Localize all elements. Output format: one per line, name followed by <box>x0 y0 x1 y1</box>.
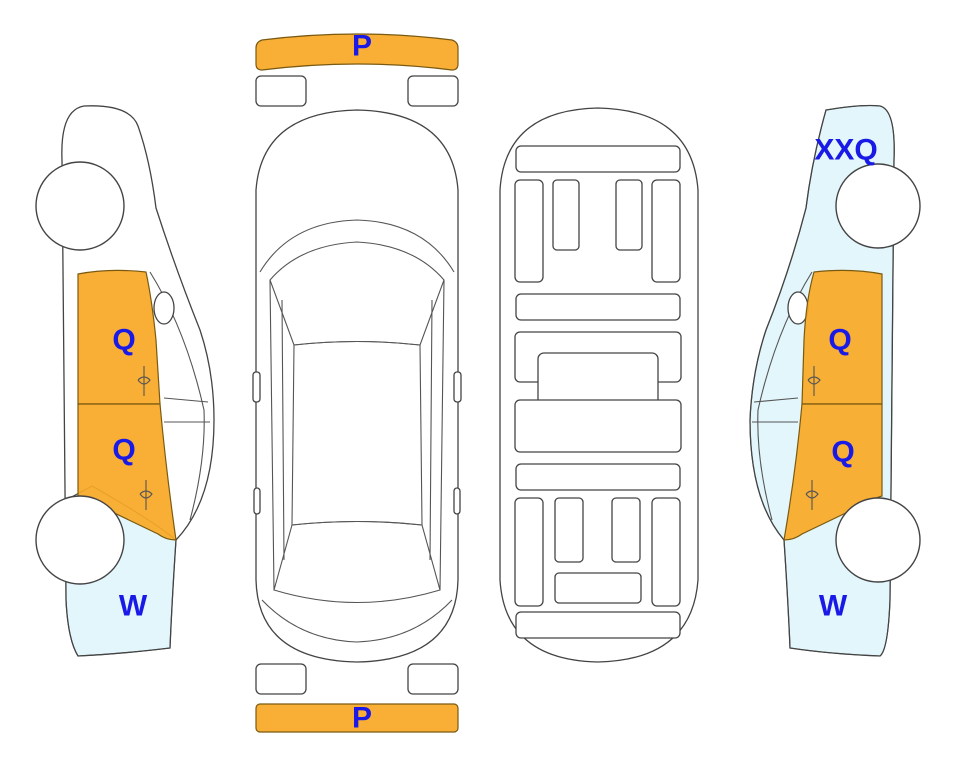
underbody-front-crossmember <box>515 145 681 173</box>
underbody-mid-right-rail <box>514 399 682 453</box>
left-side-body <box>61 105 215 657</box>
underbody-view <box>499 107 699 663</box>
left-rear-door-label: Q <box>112 434 135 467</box>
underbody-mid-rear-bar <box>515 463 681 491</box>
right-rear-quarter-label: W <box>819 590 848 623</box>
right-front-wheel <box>835 163 921 249</box>
top-view-left-rail-inner <box>281 299 285 561</box>
top-view-left-handle <box>253 487 261 515</box>
top-view-right-handle <box>453 487 461 515</box>
underbody-rear-tank <box>554 572 642 604</box>
left-side-view: Q Q W <box>35 105 215 657</box>
right-front-fender-label: XXQ <box>814 134 877 167</box>
rear-bumper-group: P <box>255 663 459 735</box>
top-view-car <box>252 109 462 663</box>
top-view-right-mirror <box>453 371 462 403</box>
underbody-front-right-rail <box>651 179 681 283</box>
right-side-body <box>749 104 895 657</box>
right-front-door-handle <box>807 366 821 396</box>
rear-bumper-label: P <box>352 702 372 735</box>
left-front-wheel <box>35 161 125 251</box>
right-rear-door-label: Q <box>831 436 854 469</box>
underbody-rear-right-inner <box>611 497 641 563</box>
top-view-trunk-line <box>261 599 453 643</box>
underbody-mid-front-bar <box>515 293 681 321</box>
top-view-hood-line <box>259 219 455 273</box>
right-front-door-panel[interactable] <box>801 269 883 405</box>
left-front-door-label: Q <box>112 324 135 357</box>
left-rear-wheel <box>35 495 125 585</box>
underbody-rear-left-rail <box>514 497 544 607</box>
left-side-mirror <box>153 291 175 325</box>
left-rear-door-handle <box>139 480 153 510</box>
left-side-sill-line <box>163 397 210 423</box>
underbody-front-left-inner <box>552 179 580 251</box>
left-rear-quarter-label: W <box>119 590 148 623</box>
top-view-right-rail-inner <box>429 299 433 561</box>
rear-bumper-panel[interactable] <box>255 703 459 733</box>
right-front-door-label: Q <box>828 324 851 357</box>
front-bumper-panel[interactable] <box>255 33 459 71</box>
left-front-door-handle <box>137 366 151 396</box>
rear-right-light <box>407 663 459 695</box>
front-bumper-label: P <box>352 30 372 63</box>
rear-left-light <box>255 663 307 695</box>
top-view-left-rail <box>269 279 275 591</box>
underbody-front-left-rail <box>514 179 544 283</box>
left-front-door-panel[interactable] <box>77 269 161 405</box>
top-view-left-mirror <box>252 371 261 403</box>
underbody-front-right-inner <box>615 179 643 251</box>
underbody-rear-crossmember <box>515 611 681 639</box>
underbody-rear-right-rail <box>651 497 681 607</box>
top-view-rear-window <box>273 520 441 604</box>
right-rear-wheel <box>835 497 921 583</box>
front-bumper-group: P <box>255 30 459 107</box>
front-left-light <box>255 75 307 107</box>
top-view-body <box>255 109 459 663</box>
right-side-sill-line <box>752 397 799 423</box>
top-view-right-rail <box>439 279 445 591</box>
front-right-light <box>407 75 459 107</box>
right-rear-door-handle <box>805 480 819 510</box>
underbody-rear-left-inner <box>554 497 584 563</box>
right-side-view: XXQ Q Q W <box>749 104 921 657</box>
